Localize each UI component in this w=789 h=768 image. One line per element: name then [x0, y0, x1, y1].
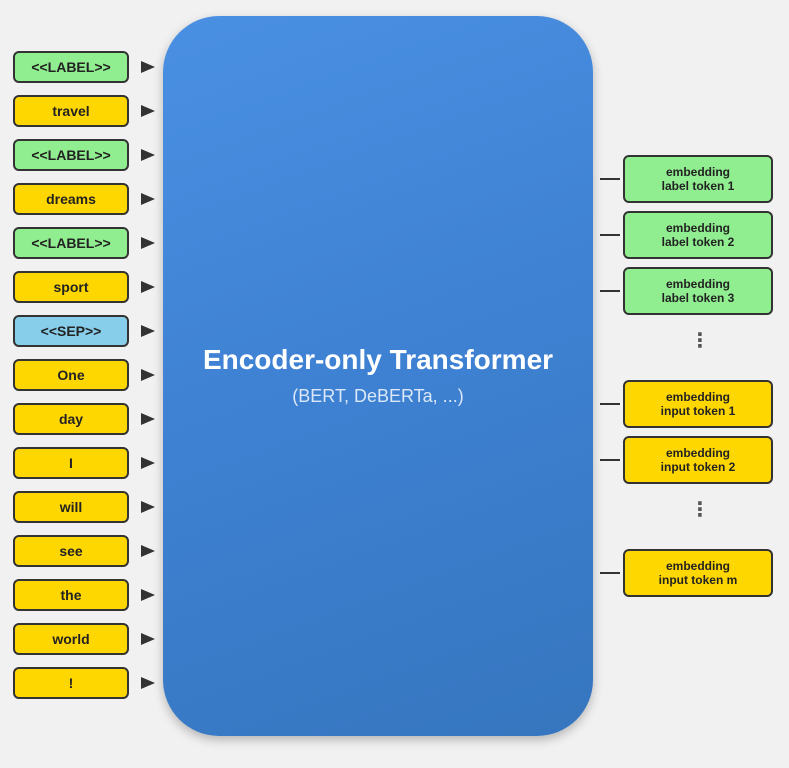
- embedding-line2: input token 1: [660, 404, 736, 418]
- embedding-line1: embedding: [665, 390, 730, 404]
- arrow-right-icon: [141, 105, 155, 117]
- arrow-right-icon: [141, 457, 155, 469]
- embedding-line2: label token 1: [661, 179, 735, 193]
- input-token: the: [13, 579, 129, 611]
- connector-line: [600, 403, 620, 405]
- embedding-line1: embedding: [665, 165, 730, 179]
- input-token: see: [13, 535, 129, 567]
- embedding-line1: embedding: [665, 559, 730, 573]
- input-embedding-box: embedding input token m: [623, 549, 773, 597]
- arrow-right-icon: [141, 413, 155, 425]
- arrow-right-icon: [141, 633, 155, 645]
- ellipsis-icon: ⋮: [690, 499, 710, 521]
- arrow-right-icon: [141, 677, 155, 689]
- input-token: travel: [13, 95, 129, 127]
- input-token: One: [13, 359, 129, 391]
- input-token: <<LABEL>>: [13, 227, 129, 259]
- embedding-line1: embedding: [665, 446, 730, 460]
- arrow-right-icon: [141, 61, 155, 73]
- embedding-line2: input token m: [658, 573, 738, 587]
- arrow-right-icon: [141, 237, 155, 249]
- embedding-line1: embedding: [665, 221, 730, 235]
- arrow-right-icon: [141, 193, 155, 205]
- label-embedding-box: embedding label token 1: [623, 155, 773, 203]
- connector-line: [600, 290, 620, 292]
- input-token: <<SEP>>: [13, 315, 129, 347]
- arrow-right-icon: [141, 149, 155, 161]
- embedding-line2: label token 2: [661, 235, 735, 249]
- encoder-block: Encoder-only Transformer (BERT, DeBERTa,…: [163, 16, 593, 736]
- arrow-right-icon: [141, 281, 155, 293]
- label-embedding-box: embedding label token 2: [623, 211, 773, 259]
- ellipsis-icon: ⋮: [690, 330, 710, 352]
- input-embedding-box: embedding input token 2: [623, 436, 773, 484]
- embedding-line2: label token 3: [661, 291, 735, 305]
- encoder-subtitle: (BERT, DeBERTa, ...): [292, 386, 464, 406]
- input-token: <<LABEL>>: [13, 51, 129, 83]
- encoder-title: Encoder-only Transformer: [202, 344, 554, 375]
- input-token: sport: [13, 271, 129, 303]
- connector-line: [600, 178, 620, 180]
- input-embedding-box: embedding input token 1: [623, 380, 773, 428]
- input-token: day: [13, 403, 129, 435]
- arrow-right-icon: [141, 501, 155, 513]
- embedding-line1: embedding: [665, 277, 730, 291]
- embedding-line2: input token 2: [660, 460, 736, 474]
- input-token: world: [13, 623, 129, 655]
- connector-line: [600, 572, 620, 574]
- connector-line: [600, 459, 620, 461]
- arrow-right-icon: [141, 545, 155, 557]
- input-token: !: [13, 667, 129, 699]
- arrow-right-icon: [141, 369, 155, 381]
- input-token: I: [13, 447, 129, 479]
- input-token: will: [13, 491, 129, 523]
- arrow-right-icon: [141, 589, 155, 601]
- connector-line: [600, 234, 620, 236]
- arrow-right-icon: [141, 325, 155, 337]
- input-token: <<LABEL>>: [13, 139, 129, 171]
- input-token: dreams: [13, 183, 129, 215]
- label-embedding-box: embedding label token 3: [623, 267, 773, 315]
